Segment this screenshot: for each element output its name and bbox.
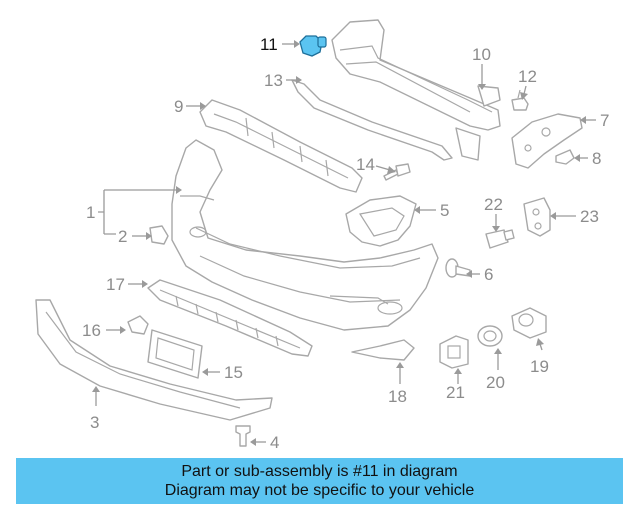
callout-11: 11 bbox=[260, 35, 278, 54]
callout-4: 4 bbox=[270, 433, 279, 452]
part-8-clip-nut bbox=[555, 149, 575, 165]
part-2-clip bbox=[149, 225, 169, 245]
callout-13: 13 bbox=[264, 71, 283, 90]
part-13-upper-strip bbox=[291, 79, 453, 161]
part-4-bolt bbox=[235, 425, 251, 447]
callout-20: 20 bbox=[486, 373, 505, 392]
part-17-grille bbox=[147, 279, 313, 357]
banner-line-1: Part or sub-assembly is #11 in diagram bbox=[181, 463, 458, 480]
callout-17: 17 bbox=[106, 275, 125, 294]
part-18-trim bbox=[351, 339, 415, 361]
part-15-plate-bracket bbox=[147, 329, 203, 379]
leader-lines bbox=[92, 40, 596, 446]
part-1-bumper-cover bbox=[171, 139, 439, 331]
part-16-clip bbox=[127, 315, 149, 335]
part-23-mount-bracket bbox=[523, 197, 551, 237]
callout-14: 14 bbox=[356, 155, 375, 174]
part-21-bracket bbox=[439, 335, 469, 369]
callout-15: 15 bbox=[224, 363, 243, 382]
part-11-bolt[interactable] bbox=[299, 35, 327, 57]
callout-22: 22 bbox=[484, 195, 503, 214]
part-3-lower-spoiler bbox=[35, 299, 273, 421]
part-9-absorber bbox=[199, 99, 363, 193]
part-5-bracket bbox=[345, 195, 417, 247]
callout-6: 6 bbox=[484, 265, 493, 284]
callout-19: 19 bbox=[530, 357, 549, 376]
callout-labels: 11 10 12 13 9 7 8 14 1 5 22 23 2 6 17 16… bbox=[82, 35, 609, 452]
part-22-sensor bbox=[485, 229, 515, 249]
callout-2: 2 bbox=[118, 227, 127, 246]
banner-line-2: Diagram may not be specific to your vehi… bbox=[164, 482, 475, 499]
part-7-side-bracket bbox=[511, 113, 583, 169]
part-19-parking-sensor bbox=[511, 307, 547, 339]
part-12-pin bbox=[511, 89, 529, 111]
callout-8: 8 bbox=[592, 149, 601, 168]
part-20-grommet bbox=[477, 325, 503, 347]
callout-23: 23 bbox=[580, 207, 599, 226]
callout-16: 16 bbox=[82, 321, 101, 340]
info-banner: Part or sub-assembly is #11 in diagram D… bbox=[16, 458, 623, 504]
callout-21: 21 bbox=[446, 383, 465, 402]
callout-5: 5 bbox=[440, 201, 449, 220]
part-6-push-pin bbox=[445, 258, 471, 278]
callout-3: 3 bbox=[90, 413, 99, 432]
callout-7: 7 bbox=[600, 111, 609, 130]
part-10-reinforcement-bar bbox=[331, 19, 501, 161]
callout-1: 1 bbox=[86, 203, 95, 222]
part-14-screw bbox=[383, 163, 411, 181]
callout-18: 18 bbox=[388, 387, 407, 406]
callout-10: 10 bbox=[472, 45, 491, 64]
callout-9: 9 bbox=[174, 97, 183, 116]
callout-12: 12 bbox=[518, 67, 537, 86]
